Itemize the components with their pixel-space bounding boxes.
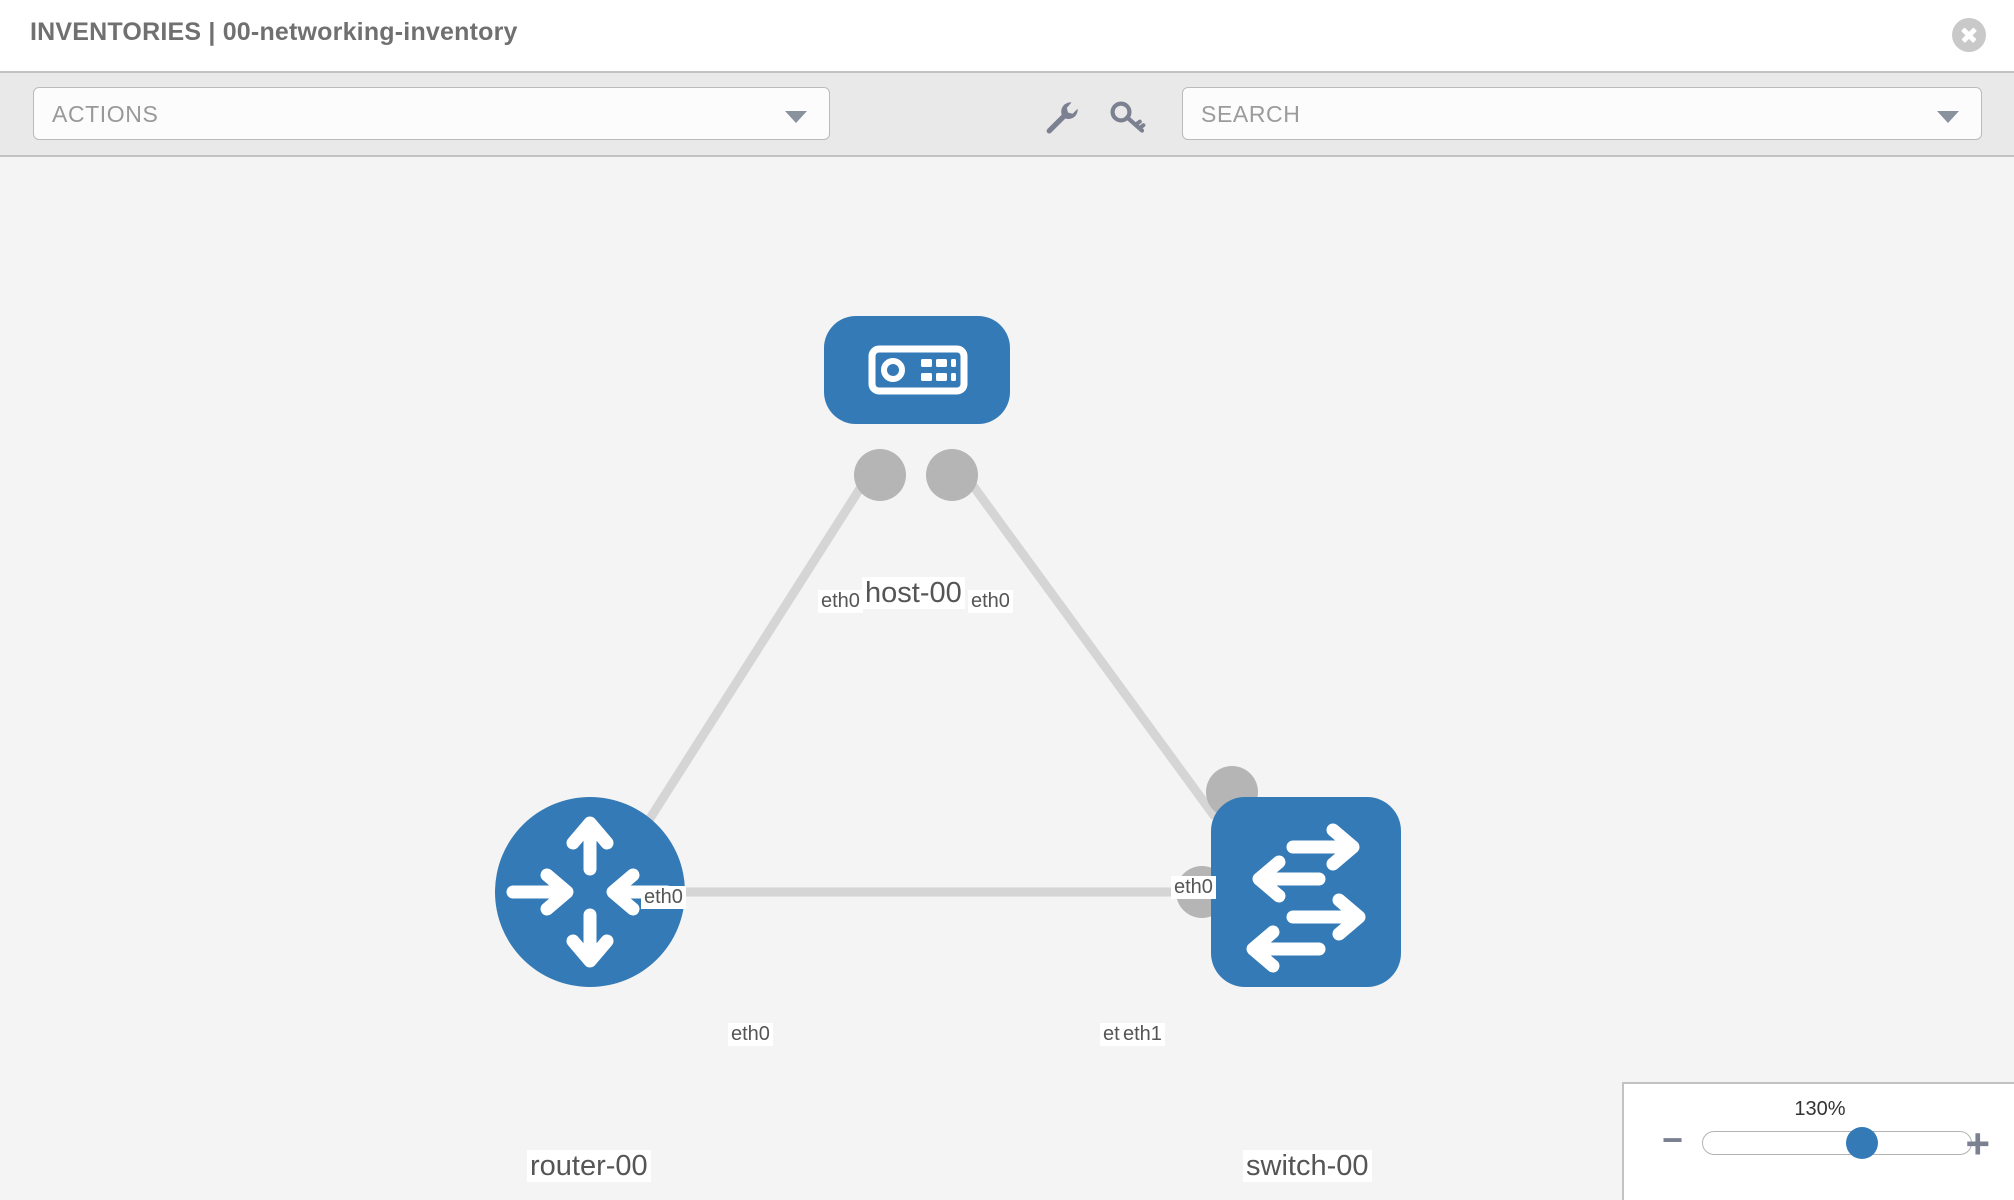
zoom-percent-label: 130% xyxy=(1794,1098,1846,1120)
node-router-00[interactable] xyxy=(495,797,685,987)
zoom-control-panel: 130% − + xyxy=(1622,1082,2014,1200)
interface-label: eth1 xyxy=(1120,1023,1165,1046)
wrench-icon[interactable] xyxy=(1040,97,1082,137)
interface-dot xyxy=(854,449,906,501)
interface-label: eth0 xyxy=(1171,876,1216,899)
search-input[interactable]: SEARCH xyxy=(1182,87,1982,140)
topology-edges xyxy=(596,454,1219,900)
node-switch-00[interactable] xyxy=(1211,797,1401,987)
close-icon[interactable] xyxy=(1952,18,1986,52)
node-label-host-00: host-00 xyxy=(862,577,965,610)
node-host-00[interactable] xyxy=(824,316,1010,424)
zoom-out-button[interactable]: − xyxy=(1662,1119,1684,1160)
interface-label: eth0 xyxy=(728,1023,773,1046)
page-header: INVENTORIES | 00-networking-inventory xyxy=(0,0,2014,71)
topology-interface-dots xyxy=(588,449,1258,918)
zoom-in-button[interactable]: + xyxy=(1965,1120,1990,1167)
topology-canvas[interactable]: eth0 host-00 eth0 eth0 eth0 eth0 eth0 et… xyxy=(0,157,2014,1200)
router-arrows-icon xyxy=(506,816,674,968)
key-icon[interactable] xyxy=(1107,97,1149,137)
interface-dot xyxy=(926,449,978,501)
topology-graph xyxy=(495,316,1401,987)
page-title: INVENTORIES | 00-networking-inventory xyxy=(30,18,518,46)
server-device-icon xyxy=(868,345,968,395)
zoom-slider[interactable] xyxy=(1702,1127,1972,1159)
chevron-down-icon xyxy=(785,111,807,123)
interface-label: eth0 xyxy=(818,590,863,613)
toolbar: ACTIONS SEARCH xyxy=(0,71,2014,157)
switch-arrows-icon xyxy=(1246,823,1366,973)
search-placeholder: SEARCH xyxy=(1201,101,1301,127)
edge-host-switch xyxy=(948,454,1219,820)
node-label-router-00: router-00 xyxy=(527,1150,651,1183)
node-label-switch-00: switch-00 xyxy=(1243,1150,1372,1183)
interface-label: eth0 xyxy=(968,590,1013,613)
actions-dropdown-label: ACTIONS xyxy=(52,101,159,127)
interface-label: eth0 xyxy=(641,886,686,909)
actions-dropdown[interactable]: ACTIONS xyxy=(33,87,830,140)
zoom-slider-thumb[interactable] xyxy=(1845,1127,1878,1159)
chevron-down-icon[interactable] xyxy=(1937,111,1959,123)
